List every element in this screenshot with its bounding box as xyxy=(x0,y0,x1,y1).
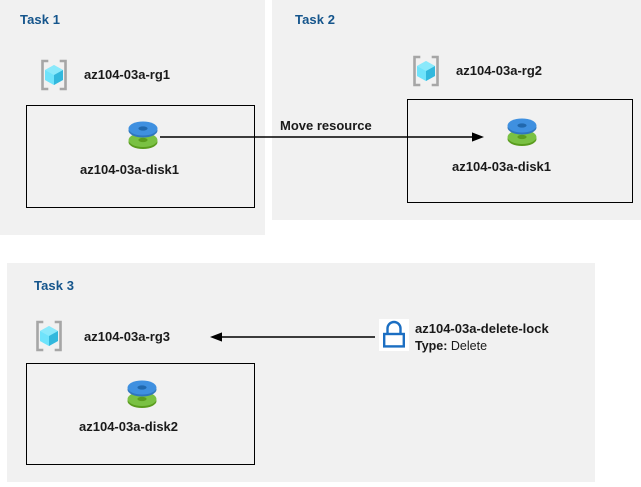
task-1-resource-label: az104-03a-disk1 xyxy=(80,162,180,177)
lock-type-key: Type: xyxy=(415,339,448,353)
lock-link-arrow xyxy=(210,332,375,342)
lock-type-label: Type: Delete xyxy=(415,338,487,354)
task-1-panel xyxy=(0,0,265,235)
managed-disk-icon xyxy=(123,114,163,154)
lock-name-label: az104-03a-delete-lock xyxy=(415,321,549,336)
task-3-panel xyxy=(7,263,595,482)
task-1-resource-box xyxy=(26,105,255,208)
task-3-resource-label: az104-03a-disk2 xyxy=(79,419,179,434)
task-2-resource-group-label: az104-03a-rg2 xyxy=(456,63,542,78)
task-2-title: Task 2 xyxy=(295,12,336,27)
move-resource-arrow xyxy=(160,132,484,142)
task-1-title: Task 1 xyxy=(20,12,61,27)
move-resource-label: Move resource xyxy=(280,118,372,133)
padlock-icon xyxy=(379,319,409,351)
managed-disk-icon xyxy=(502,111,542,151)
task-2-resource-box xyxy=(407,99,633,203)
task-3-title: Task 3 xyxy=(34,278,75,293)
task-3-resource-group-label: az104-03a-rg3 xyxy=(84,329,170,344)
lock-type-value: Delete xyxy=(450,339,488,353)
task-1-resource-group-label: az104-03a-rg1 xyxy=(84,67,170,82)
managed-disk-icon xyxy=(122,373,162,413)
task-2-resource-label: az104-03a-disk1 xyxy=(452,159,552,174)
resource-group-icon xyxy=(31,318,67,354)
task-3-resource-box xyxy=(26,363,255,465)
resource-group-icon xyxy=(36,57,72,93)
task-2-panel xyxy=(272,0,641,220)
resource-group-icon xyxy=(408,53,444,89)
